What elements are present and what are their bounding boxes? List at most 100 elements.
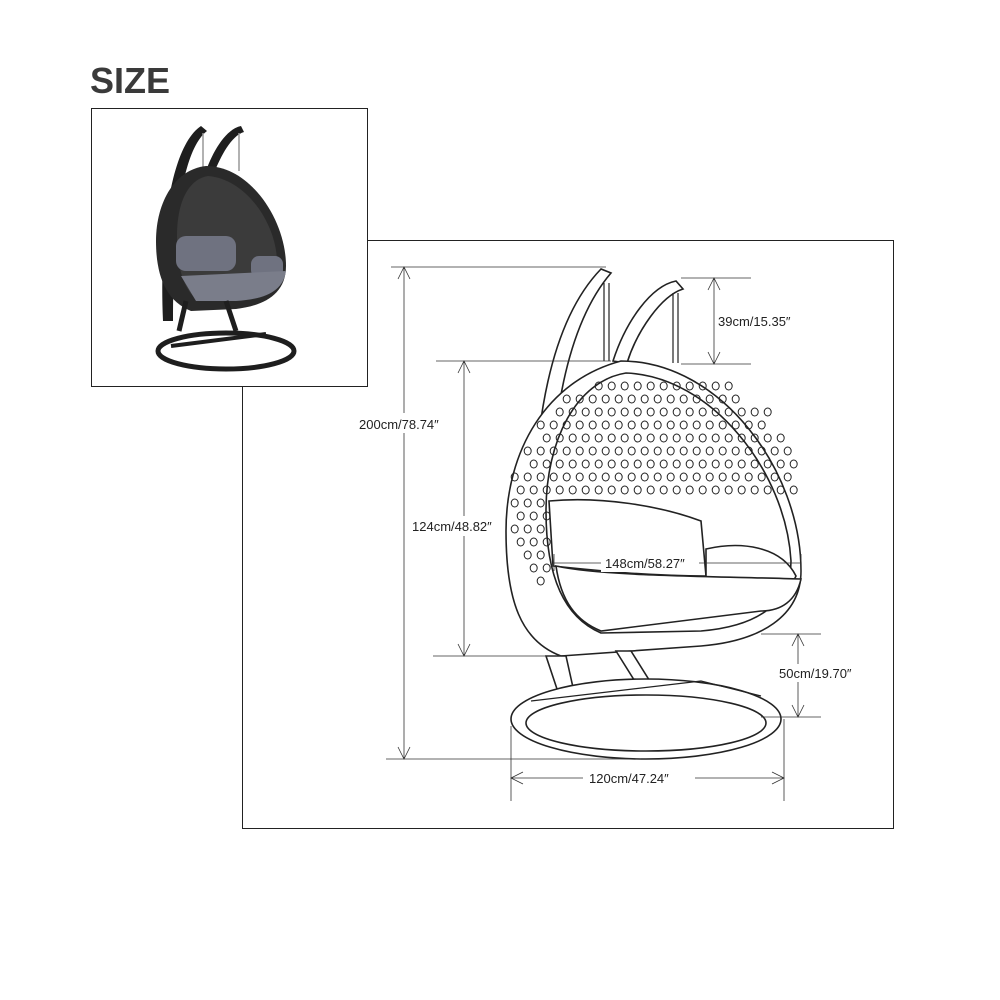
weave-hole	[555, 433, 564, 443]
weave-hole	[627, 446, 636, 456]
basket-width-label: 148cm/58.27″	[605, 556, 685, 571]
weave-hole	[750, 459, 759, 469]
weave-hole	[568, 485, 577, 495]
weave-hole	[659, 485, 668, 495]
weave-hole	[529, 485, 538, 495]
weave-hole	[750, 407, 759, 417]
weave-hole	[614, 420, 623, 430]
weave-hole	[718, 446, 727, 456]
weave-hole	[763, 485, 772, 495]
weave-hole	[555, 459, 564, 469]
weave-hole	[620, 381, 629, 391]
weave-hole	[666, 446, 675, 456]
weave-hole	[653, 420, 662, 430]
weave-hole	[581, 407, 590, 417]
weave-hole	[607, 381, 616, 391]
weave-hole	[711, 407, 720, 417]
weave-hole	[731, 472, 740, 482]
weave-hole	[529, 537, 538, 547]
section-title: SIZE	[90, 60, 171, 101]
weave-hole	[646, 459, 655, 469]
weave-hole	[659, 433, 668, 443]
product-photo	[91, 108, 368, 387]
weave-hole	[737, 407, 746, 417]
weave-hole	[776, 433, 785, 443]
weave-hole	[744, 446, 753, 456]
weave-hole	[549, 420, 558, 430]
weave-hole	[731, 394, 740, 404]
weave-hole	[672, 381, 681, 391]
weave-hole	[685, 459, 694, 469]
weave-hole	[549, 472, 558, 482]
weave-hole	[568, 433, 577, 443]
weave-hole	[523, 524, 532, 534]
weave-hole	[724, 485, 733, 495]
weave-hole	[601, 446, 610, 456]
weave-hole	[601, 394, 610, 404]
weave-hole	[529, 459, 538, 469]
weave-hole	[588, 394, 597, 404]
weave-hole	[757, 446, 766, 456]
weave-hole	[783, 446, 792, 456]
weave-hole	[659, 407, 668, 417]
weave-hole	[627, 420, 636, 430]
dimension-drawing: 200cm/78.74″ 124cm/48.82″ 39cm/15.35″ 14…	[242, 240, 894, 829]
weave-hole	[607, 407, 616, 417]
weave-hole	[549, 446, 558, 456]
weave-hole	[672, 407, 681, 417]
weave-hole	[588, 472, 597, 482]
weave-hole	[679, 394, 688, 404]
weave-hole	[679, 446, 688, 456]
weave-hole	[575, 446, 584, 456]
weave-hole	[536, 420, 545, 430]
weave-hole	[653, 446, 662, 456]
weave-hole	[770, 472, 779, 482]
weave-hole	[705, 420, 714, 430]
weave-hole	[633, 459, 642, 469]
weave-hole	[627, 472, 636, 482]
weave-hole	[594, 381, 603, 391]
weave-hole	[763, 433, 772, 443]
weave-hole	[763, 407, 772, 417]
weave-hole	[555, 407, 564, 417]
weave-hole	[614, 446, 623, 456]
weave-hole	[536, 524, 545, 534]
weave-hole	[737, 485, 746, 495]
weave-hole	[510, 498, 519, 508]
weave-hole	[679, 420, 688, 430]
weave-hole	[692, 446, 701, 456]
weave-hole	[640, 394, 649, 404]
weave-hole	[575, 394, 584, 404]
weave-hole	[542, 433, 551, 443]
weave-hole	[666, 394, 675, 404]
weave-hole	[640, 472, 649, 482]
weave-hole	[536, 446, 545, 456]
weave-hole	[731, 420, 740, 430]
weave-hole	[718, 420, 727, 430]
weave-hole	[698, 485, 707, 495]
weave-hole	[523, 472, 532, 482]
weave-hole	[744, 472, 753, 482]
weave-hole	[562, 420, 571, 430]
weave-hole	[646, 485, 655, 495]
weave-hole	[627, 394, 636, 404]
weave-hole	[750, 485, 759, 495]
base-ring-inner	[525, 694, 767, 752]
weave-hole	[601, 420, 610, 430]
weave-hole	[705, 446, 714, 456]
weave-hole	[594, 485, 603, 495]
weave-hole	[757, 472, 766, 482]
weave-hole	[789, 459, 798, 469]
weave-hole	[633, 433, 642, 443]
weave-hole	[523, 550, 532, 560]
weave-hole	[529, 563, 538, 573]
weave-hole	[516, 511, 525, 521]
weave-hole	[770, 446, 779, 456]
weave-hole	[633, 485, 642, 495]
weave-hole	[536, 576, 545, 586]
weave-hole	[698, 433, 707, 443]
weave-hole	[633, 381, 642, 391]
weave-hole	[724, 407, 733, 417]
weave-hole	[581, 459, 590, 469]
weave-hole	[672, 459, 681, 469]
